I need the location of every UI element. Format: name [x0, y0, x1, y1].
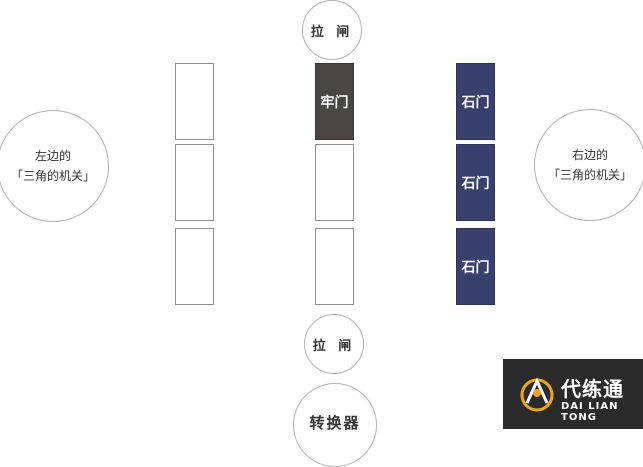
- stone-door-slot-3[interactable]: 石门: [456, 228, 495, 305]
- stone-door-1-label: 石门: [461, 94, 490, 111]
- prison-door-label: 牢门: [320, 94, 349, 111]
- left-mechanism-line1: 左边的: [34, 149, 71, 163]
- left-triangle-mechanism[interactable]: 左边的 「三角的机关」: [0, 110, 109, 222]
- switcher-label: 转换器: [309, 414, 361, 432]
- switcher[interactable]: 转换器: [293, 383, 377, 467]
- stone-door-slot-1[interactable]: 石门: [456, 63, 495, 140]
- middle-slot-2[interactable]: [315, 144, 354, 221]
- lever-top-label: 拉 闸: [310, 24, 354, 40]
- lever-top[interactable]: 拉 闸: [302, 0, 362, 60]
- left-mechanism-line2: 「三角的机关」: [10, 169, 95, 183]
- stone-door-slot-2[interactable]: 石门: [456, 144, 495, 221]
- left-slot-3[interactable]: [175, 228, 214, 305]
- left-slot-1[interactable]: [175, 63, 214, 140]
- right-mechanism-line1: 右边的: [571, 148, 608, 162]
- prison-door-slot[interactable]: 牢门: [315, 63, 354, 140]
- lever-bottom[interactable]: 拉 闸: [304, 314, 364, 374]
- watermark-logo-icon: [520, 377, 554, 412]
- watermark-subtitle: DAI LIAN TONG: [561, 401, 619, 423]
- right-mechanism-line2: 「三角的机关」: [547, 168, 632, 182]
- lever-bottom-label: 拉 闸: [312, 338, 356, 354]
- stone-door-2-label: 石门: [461, 175, 490, 192]
- stone-door-3-label: 石门: [461, 259, 490, 276]
- watermark-title: 代练通: [561, 377, 624, 401]
- left-slot-2[interactable]: [175, 144, 214, 221]
- right-triangle-mechanism[interactable]: 右边的 「三角的机关」: [534, 109, 643, 221]
- middle-slot-3[interactable]: [315, 228, 354, 305]
- watermark: 代练通 DAI LIAN TONG: [503, 359, 643, 429]
